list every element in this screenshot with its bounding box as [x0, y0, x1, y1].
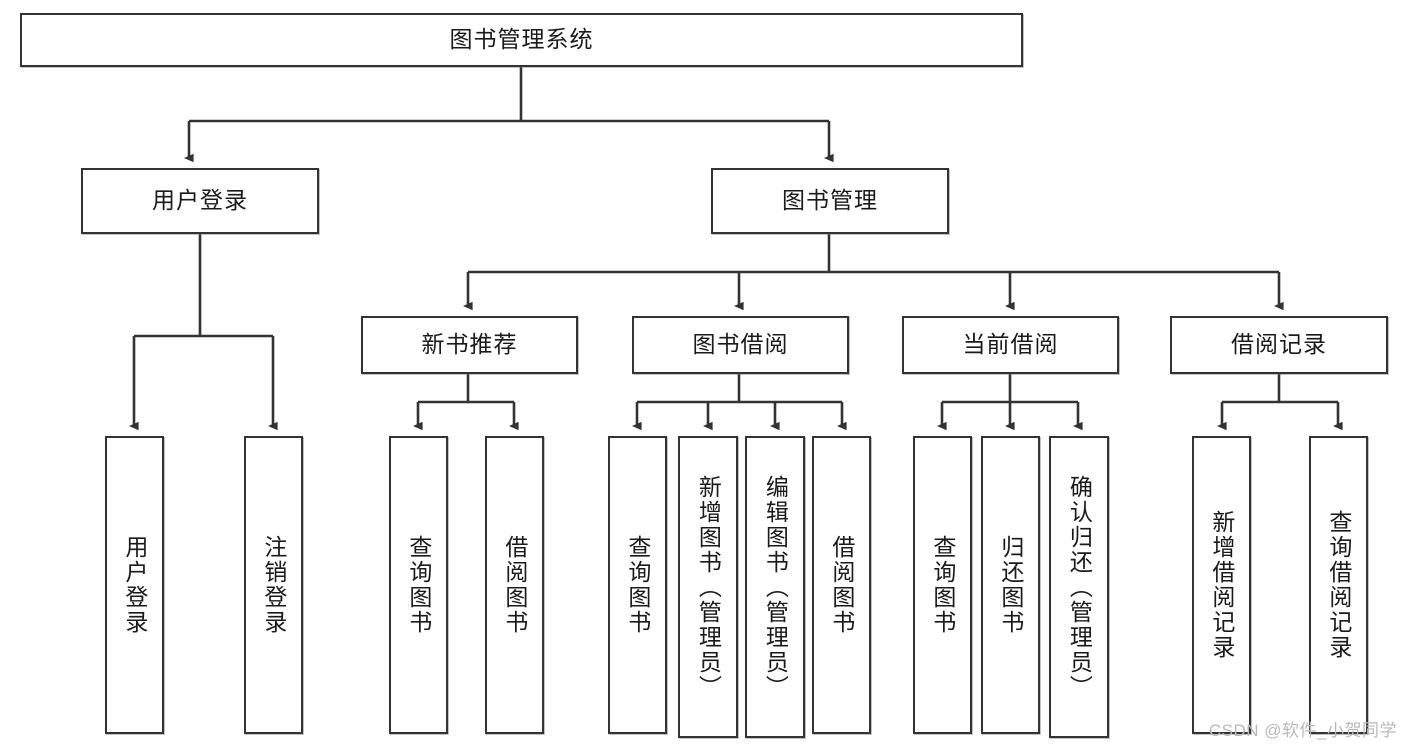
node-leaf-return-book[interactable]: 归还图书 — [981, 436, 1040, 734]
node-leaf-user-logout-label: 注销登录 — [260, 535, 287, 635]
node-user-login-label: 用户登录 — [152, 187, 248, 214]
node-new-book-rec[interactable]: 新书推荐 — [361, 316, 578, 374]
node-leaf-borrow-book-1[interactable]: 借阅图书 — [485, 436, 544, 734]
node-leaf-edit-book-label: 编辑图书（管理员） — [762, 474, 789, 700]
node-borrow-record-label: 借阅记录 — [1231, 331, 1327, 358]
node-leaf-query-record-label: 查询借阅记录 — [1325, 510, 1352, 660]
node-leaf-borrow-book-2-label: 借阅图书 — [828, 535, 855, 635]
node-leaf-query-book-3[interactable]: 查询图书 — [913, 436, 972, 734]
node-book-borrow-label: 图书借阅 — [692, 331, 789, 358]
node-leaf-user-logout[interactable]: 注销登录 — [244, 436, 303, 734]
node-user-login[interactable]: 用户登录 — [81, 168, 319, 234]
node-new-book-rec-label: 新书推荐 — [421, 331, 518, 358]
node-leaf-edit-book[interactable]: 编辑图书（管理员） — [745, 436, 805, 738]
node-leaf-query-book-1-label: 查询图书 — [405, 535, 432, 635]
node-leaf-borrow-book-1-label: 借阅图书 — [501, 535, 528, 635]
node-current-borrow[interactable]: 当前借阅 — [902, 316, 1119, 374]
node-leaf-query-book-2[interactable]: 查询图书 — [608, 436, 667, 734]
node-leaf-add-record[interactable]: 新增借阅记录 — [1192, 436, 1251, 734]
node-borrow-record[interactable]: 借阅记录 — [1170, 316, 1388, 374]
node-leaf-query-book-3-label: 查询图书 — [929, 535, 956, 635]
node-leaf-query-book-1[interactable]: 查询图书 — [389, 436, 448, 734]
node-current-borrow-label: 当前借阅 — [962, 331, 1059, 358]
node-leaf-user-login-label: 用户登录 — [121, 535, 148, 635]
node-root-label: 图书管理系统 — [449, 26, 594, 53]
node-leaf-confirm-return-label: 确认归还（管理员） — [1066, 474, 1093, 700]
node-book-borrow[interactable]: 图书借阅 — [632, 316, 849, 374]
node-leaf-return-book-label: 归还图书 — [997, 535, 1024, 635]
node-leaf-user-login[interactable]: 用户登录 — [105, 436, 164, 734]
node-leaf-add-record-label: 新增借阅记录 — [1208, 510, 1235, 660]
node-root[interactable]: 图书管理系统 — [20, 13, 1023, 67]
node-leaf-add-book-label: 新增图书（管理员） — [695, 474, 722, 700]
node-leaf-borrow-book-2[interactable]: 借阅图书 — [812, 436, 871, 734]
node-book-manage[interactable]: 图书管理 — [711, 168, 949, 234]
node-leaf-add-book[interactable]: 新增图书（管理员） — [678, 436, 738, 738]
node-leaf-query-record[interactable]: 查询借阅记录 — [1309, 436, 1368, 734]
node-book-manage-label: 图书管理 — [782, 187, 878, 214]
node-leaf-confirm-return[interactable]: 确认归还（管理员） — [1049, 436, 1109, 738]
node-leaf-query-book-2-label: 查询图书 — [624, 535, 651, 635]
